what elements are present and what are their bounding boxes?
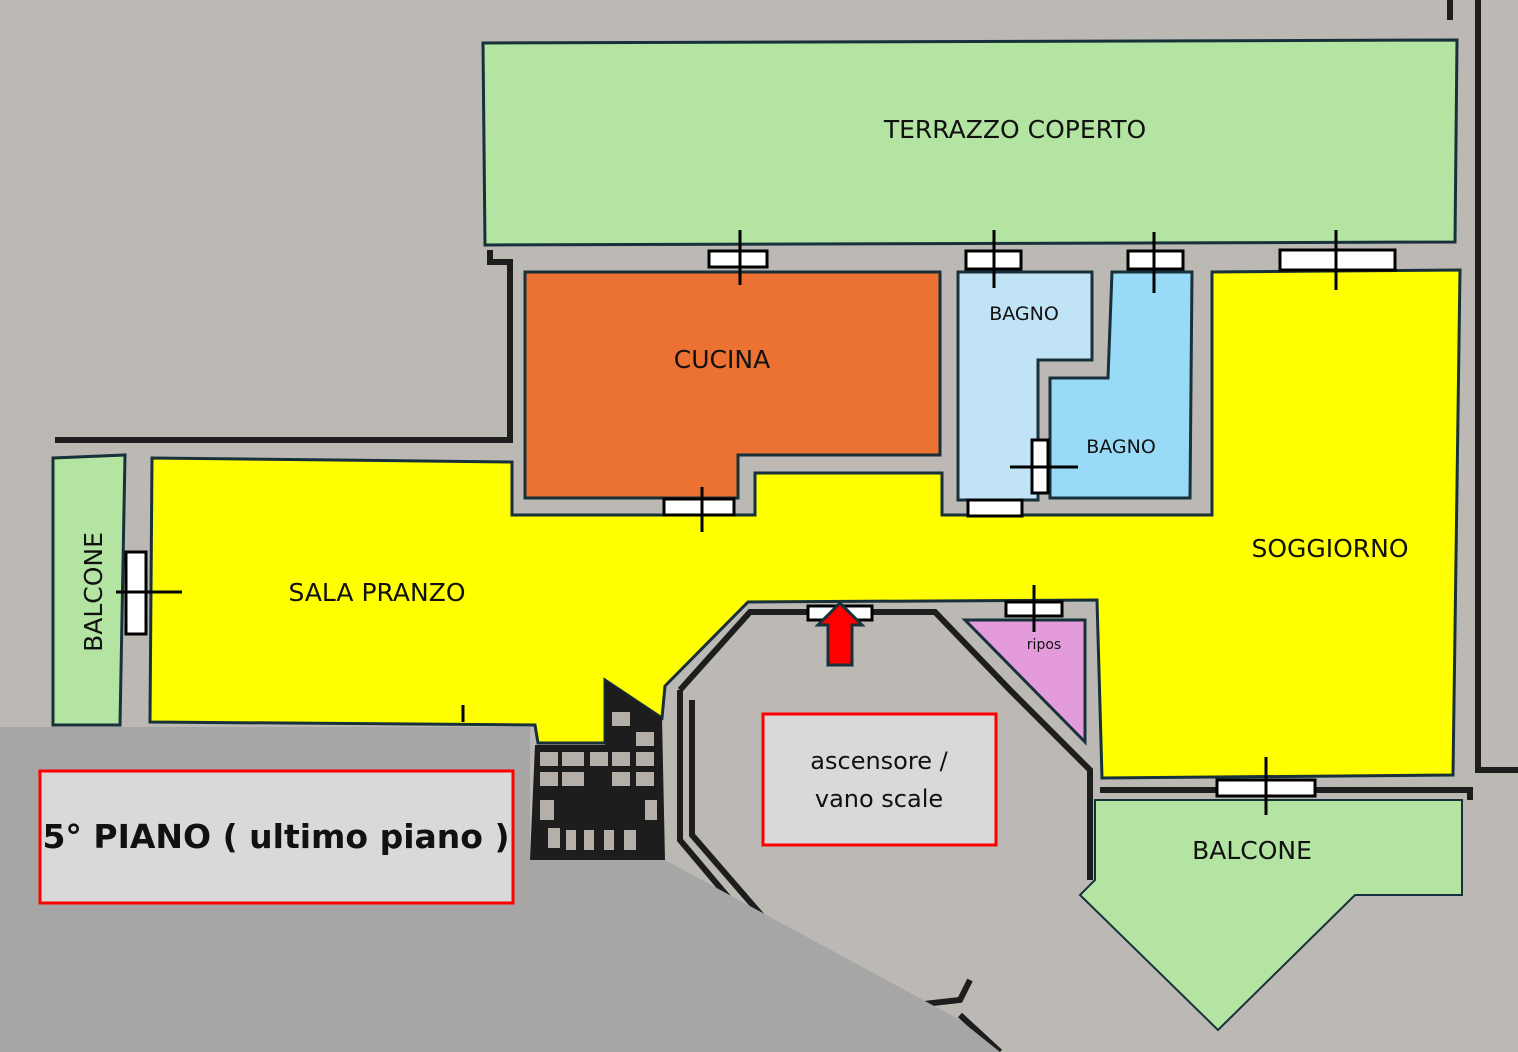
floor-title: 5° PIANO ( ultimo piano ) xyxy=(42,817,509,856)
room-bagno-1 xyxy=(956,270,1094,502)
entrance-arrow-icon xyxy=(814,600,866,667)
label-balcone-left: BALCONE xyxy=(79,532,108,652)
label-balcone-right: BALCONE xyxy=(1192,836,1312,865)
label-soggiorno: SOGGIORNO xyxy=(1251,534,1408,563)
floor-title-box xyxy=(38,769,515,905)
label-cucina: CUCINA xyxy=(674,345,770,374)
label-bagno-1: BAGNO xyxy=(989,303,1059,325)
stairwell-label-box xyxy=(761,712,998,847)
room-cucina xyxy=(523,270,942,500)
label-ripostiglio: ripos xyxy=(1027,637,1061,653)
room-ripostiglio xyxy=(961,618,1087,746)
room-bagno-2 xyxy=(1048,270,1194,500)
label-terrazzo: TERRAZZO COPERTO xyxy=(883,115,1146,144)
room-balcone-right xyxy=(1078,799,1463,1032)
room-living xyxy=(148,268,1462,780)
label-sala-pranzo: SALA PRANZO xyxy=(288,578,465,607)
stairwell-label-line2: vano scale xyxy=(815,785,943,813)
room-terrazzo-coperto xyxy=(481,38,1459,247)
staircase xyxy=(530,680,665,860)
stairwell-label-line1: ascensore / xyxy=(810,747,948,775)
doors xyxy=(116,230,1397,815)
room-balcone-left xyxy=(51,453,127,727)
label-bagno-2: BAGNO xyxy=(1086,436,1156,458)
